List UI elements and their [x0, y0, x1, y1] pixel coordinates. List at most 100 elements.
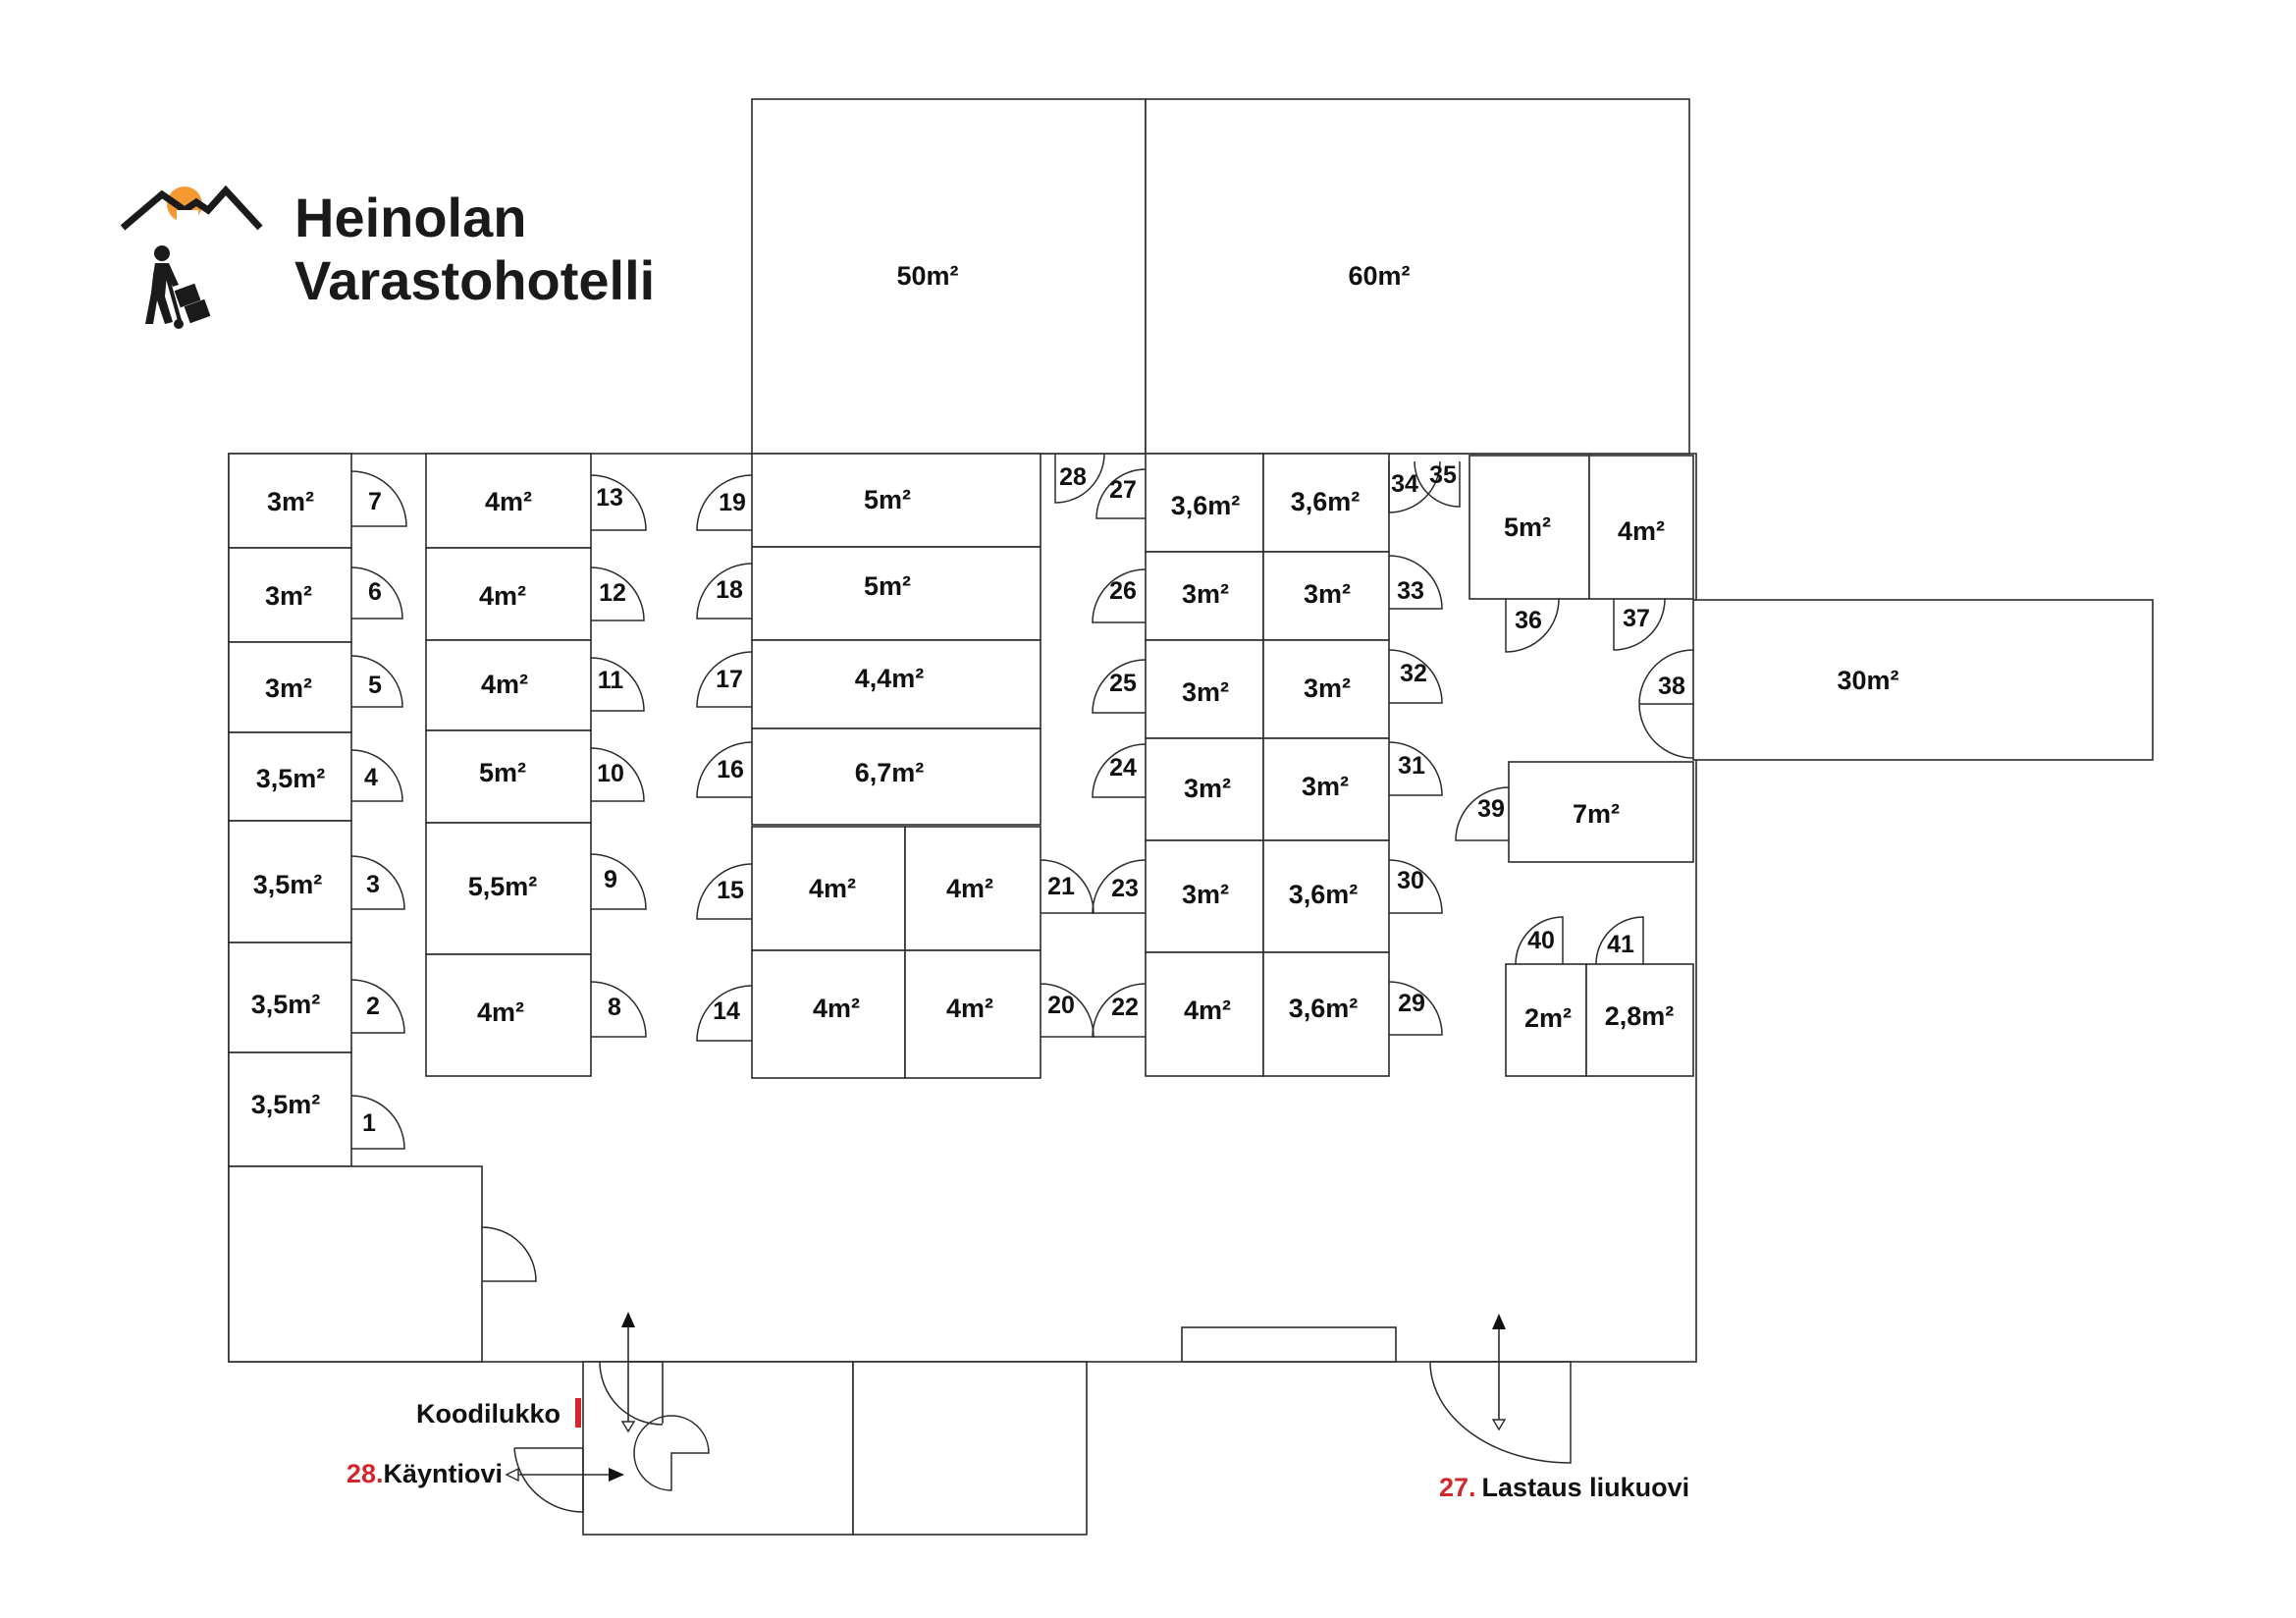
unit-21-number: 21 [1047, 873, 1075, 900]
unit-19-number: 19 [719, 489, 746, 516]
unit-8-area: 4m² [477, 998, 524, 1027]
unit-31-area: 3m² [1302, 772, 1349, 801]
unit-28-number: 28 [1059, 463, 1087, 491]
door-19-icon [696, 474, 753, 531]
unit-16-number: 16 [717, 756, 744, 783]
unit-41-number: 41 [1607, 931, 1634, 958]
door-15-icon [696, 863, 753, 920]
door-12-icon [590, 566, 645, 621]
unit-22-room [1145, 951, 1264, 1077]
door-14-icon [696, 985, 753, 1042]
unit-5-area: 3m² [265, 674, 312, 703]
unit-4-area: 3,5m² [256, 764, 326, 793]
unit-7-room [228, 453, 352, 549]
door-6-icon [350, 566, 403, 620]
unit-7-number: 7 [368, 488, 382, 515]
unit-34-room [1262, 453, 1390, 553]
door-31-icon [1388, 741, 1443, 796]
unit-2-area: 3,5m² [251, 990, 321, 1019]
column-1: 3m² 3m² 3m² 3,5m² 3,5m² 3,5m² 3,5m² [228, 453, 352, 1167]
door-30-icon [1388, 859, 1443, 914]
walk-door-text: Käyntiovi [383, 1459, 503, 1488]
unit-32-area: 3m² [1304, 674, 1351, 703]
unit-9-room [425, 822, 592, 955]
unit-10-number: 10 [597, 760, 624, 787]
unit-24-area: 3m² [1184, 774, 1231, 803]
room-30-label: 30m² [1837, 666, 1898, 695]
walk-door-label: 28.Käyntiovi [347, 1459, 503, 1488]
unit-8-number: 8 [608, 994, 621, 1021]
unit-34-area: 3,6m² [1291, 487, 1361, 516]
unit-18-area: 5m² [864, 571, 911, 601]
unit-13-room [425, 453, 592, 549]
unit-9-area: 5,5m² [468, 872, 538, 901]
unit-6-area: 3m² [265, 581, 312, 611]
unit-22-area: 4m² [1184, 996, 1231, 1025]
door-5-icon [350, 655, 403, 708]
unit-18-room [751, 546, 1041, 641]
unit-12-area: 4m² [479, 581, 526, 611]
door-8-icon [590, 981, 647, 1038]
door-37-icon [1613, 598, 1666, 651]
unit-2-room [228, 942, 352, 1053]
unit-11-number: 11 [598, 667, 624, 694]
unit-29-area: 3,6m² [1289, 994, 1359, 1023]
entry-arrow-left [620, 1312, 636, 1433]
unit-14-number: 14 [713, 998, 740, 1025]
door-18-icon [696, 563, 753, 620]
unit-36-number: 36 [1515, 607, 1542, 634]
unit-24-number: 24 [1109, 754, 1137, 782]
inner-door-icon [599, 1361, 664, 1426]
column-3: 5m² 5m² 4,4m² 6,7m² 4m² 4m² 4m² 4m² [751, 453, 1041, 1079]
unit-3-number: 3 [366, 871, 380, 898]
unit-1-area: 3,5m² [251, 1090, 321, 1119]
loading-door-text: Lastaus liukuovi [1482, 1473, 1690, 1502]
office-door-icon [481, 1226, 537, 1282]
walk-door-number: 28. [347, 1459, 384, 1488]
door-9-icon [590, 853, 647, 910]
unit-30-area: 3,6m² [1289, 880, 1359, 909]
unit-numbers: 7 6 5 4 3 2 1 13 12 11 10 9 8 19 18 17 1… [362, 461, 1685, 1137]
door-2-icon [350, 979, 405, 1034]
room-50 [751, 98, 1147, 455]
unit-36-area: 5m² [1504, 512, 1551, 542]
roof-icon [120, 185, 263, 231]
door-39-icon [1455, 786, 1510, 841]
unit-12-room [425, 547, 592, 641]
loading-door-label: 27.Lastaus liukuovi [1439, 1473, 1689, 1502]
door-swings [350, 453, 1694, 1150]
unit-13-number: 13 [596, 484, 623, 512]
unit-4-room [228, 731, 352, 822]
unit-27-area: 3,6m² [1171, 491, 1241, 520]
revolving-door-icon [633, 1415, 710, 1491]
door-23-icon [1092, 859, 1147, 914]
unit-41-area: 2,8m² [1605, 1001, 1675, 1031]
company-logo-icon [120, 185, 263, 329]
door-33-icon [1388, 555, 1443, 610]
unit-5-number: 5 [368, 672, 382, 699]
unit-29-room [1262, 951, 1390, 1077]
unit-40-area: 2m² [1524, 1003, 1572, 1033]
door-34-icon [1388, 460, 1441, 513]
unit-21-area: 4m² [946, 874, 993, 903]
unit-23-room [1145, 839, 1264, 953]
unit-1-room [228, 1052, 352, 1167]
unit-39-number: 39 [1477, 795, 1505, 823]
unit-11-area: 4m² [481, 670, 528, 699]
unit-14-area: 4m² [813, 994, 860, 1023]
unit-23-number: 23 [1111, 875, 1139, 902]
door-29-icon [1388, 981, 1443, 1036]
unit-15-number: 15 [717, 877, 744, 904]
unit-13-area: 4m² [485, 487, 532, 516]
unit-39-area: 7m² [1573, 799, 1620, 829]
door-17-icon [696, 651, 753, 708]
door-7-icon [350, 470, 407, 527]
unit-40-room [1505, 963, 1587, 1077]
unit-33-room [1262, 551, 1390, 641]
unit-12-number: 12 [599, 579, 626, 607]
code-lock-label: Koodilukko [416, 1399, 561, 1429]
unit-4-number: 4 [364, 764, 378, 791]
column-2: 4m² 4m² 4m² 5m² 5,5m² 4m² [425, 453, 592, 1077]
door-1-icon [350, 1095, 405, 1150]
